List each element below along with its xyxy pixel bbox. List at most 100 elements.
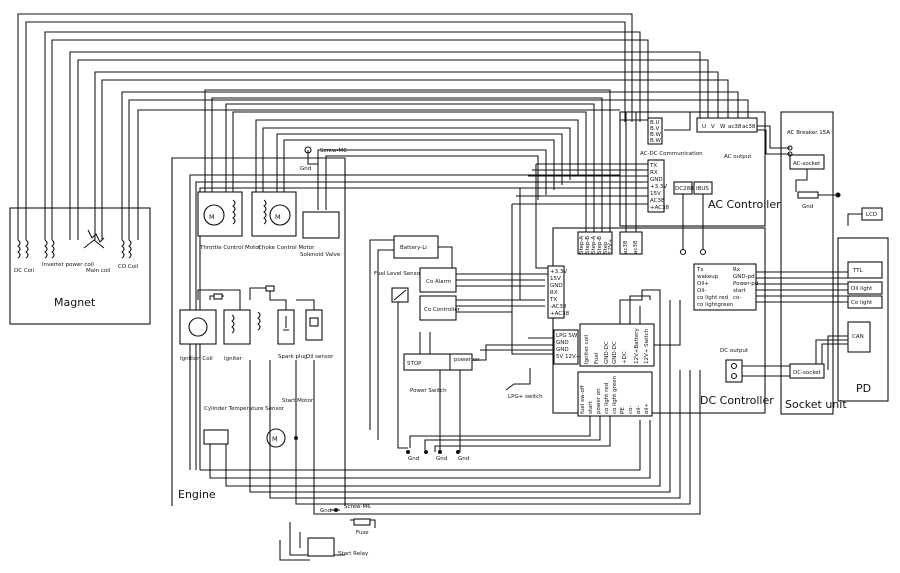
svg-text:Step-B: Step-B — [597, 236, 603, 254]
svg-text:M: M — [272, 435, 278, 443]
main-coil-label: Main coil — [86, 268, 111, 274]
svg-text:GND-DC: GND-DC — [604, 341, 610, 364]
solenoid-label: Solenoid Valve — [300, 252, 341, 258]
svg-text:LPG SW: LPG SW — [556, 333, 578, 339]
svg-text:Step-B: Step-B — [585, 236, 591, 254]
svg-text:+3.3V: +3.3V — [650, 184, 667, 190]
svg-text:Oil+: Oil+ — [697, 281, 709, 287]
svg-text:co light red: co light red — [604, 383, 610, 414]
svg-text:Spark plug: Spark plug — [278, 354, 308, 360]
svg-text:start: start — [588, 400, 594, 414]
svg-text:Step-A: Step-A — [579, 236, 585, 254]
svg-text:TX: TX — [649, 163, 657, 169]
svg-text:Step: Step — [603, 241, 609, 254]
magnet-harness — [17, 13, 749, 240]
svg-text:+AC38: +AC38 — [650, 205, 670, 211]
svg-text:Igniter coil: Igniter coil — [584, 334, 590, 364]
choke-motor — [251, 191, 297, 237]
co-light-box — [847, 295, 883, 309]
svg-text:Fuse: Fuse — [356, 530, 369, 536]
svg-text:Fuel: Fuel — [594, 352, 600, 364]
svg-text:ac38: ac38 — [742, 124, 756, 130]
svg-text:+3.3V: +3.3V — [550, 269, 567, 275]
svg-text:Gnd: Gnd — [436, 456, 447, 462]
svg-text:Igniter: Igniter — [224, 356, 243, 362]
svg-text:Ignition Coil: Ignition Coil — [180, 356, 213, 362]
svg-text:Rx: Rx — [733, 267, 741, 273]
svg-text:RX: RX — [650, 170, 658, 176]
dc-socket — [789, 363, 825, 379]
svg-text:GND: GND — [556, 347, 569, 353]
oil-light-box — [847, 281, 883, 295]
svg-text:AC-socket: AC-socket — [793, 161, 821, 167]
power-switch — [403, 353, 473, 371]
svg-text:AC Controller: AC Controller — [708, 198, 781, 211]
svg-text:15V: 15V — [550, 276, 561, 282]
svg-text:TTL: TTL — [852, 268, 864, 274]
svg-text:12V+ Switch: 12V+ Switch — [644, 328, 650, 364]
mid-wiring — [369, 239, 611, 452]
screw-top-icon — [304, 146, 312, 154]
ac-wiring — [511, 112, 790, 312]
svg-text:Co light: Co light — [851, 300, 873, 306]
dc-coil-label: DC Coil — [14, 268, 35, 274]
svg-text:AC Breaker 15A: AC Breaker 15A — [787, 130, 830, 136]
svg-text:V: V — [711, 124, 715, 130]
svg-text:Socket unit: Socket unit — [785, 398, 847, 411]
svg-text:LPG+ switch: LPG+ switch — [508, 394, 543, 400]
svg-text:Screw-M6: Screw-M6 — [344, 504, 371, 510]
svg-text:12V+Battery: 12V+Battery — [634, 328, 640, 364]
ac-top-terminals: U V W ac38 ac38 — [696, 117, 758, 133]
svg-text:ac38: ac38 — [623, 240, 629, 254]
magnet-title: Magnet — [54, 296, 96, 309]
svg-text:LCD: LCD — [866, 212, 877, 218]
svg-text:+AC38: +AC38 — [550, 311, 570, 317]
svg-text:GND-DC: GND-DC — [612, 341, 618, 364]
svg-text:co lightgreen: co lightgreen — [697, 302, 734, 308]
choke-label: Choke Control Motor — [258, 245, 315, 251]
svg-text:start: start — [733, 288, 747, 294]
svg-text:M: M — [275, 213, 281, 221]
co-alarm — [419, 267, 457, 293]
igniter — [223, 309, 251, 345]
svg-text:STOP: STOP — [407, 361, 422, 367]
svg-text:DC Controller: DC Controller — [700, 394, 774, 407]
svg-text:CAN: CAN — [852, 334, 864, 340]
engine-wires — [189, 89, 701, 515]
pd-interface-block: Tx wakeup Oil+ Oil- co light red co ligh… — [693, 263, 758, 311]
svg-text:DC-socket: DC-socket — [793, 370, 822, 376]
dc-comm-pins: +3.3V 15V GND RX TX -AC38 +AC38 — [547, 265, 570, 319]
svg-text:AC-DC Communication: AC-DC Communication — [640, 151, 703, 157]
svg-text:TX: TX — [549, 297, 557, 303]
engine-title: Engine — [178, 488, 216, 501]
dc-top-terminals: Step-A Step-B Step-A Step-B Step 12V+ ac… — [577, 231, 643, 255]
dc-controller-box — [552, 227, 766, 414]
svg-text:B.W: B.W — [650, 138, 662, 144]
svg-text:Co Alarm: Co Alarm — [426, 279, 451, 285]
svg-text:AC output: AC output — [724, 154, 752, 160]
svg-text:GND: GND — [650, 177, 663, 183]
svg-text:W: W — [720, 124, 726, 130]
svg-text:IBUS: IBUS — [696, 186, 709, 192]
svg-text:Oil-: Oil- — [697, 288, 706, 294]
lcd-box — [861, 207, 883, 221]
svg-text:AC38: AC38 — [650, 198, 665, 204]
svg-text:Tx: Tx — [696, 267, 704, 273]
ignition-block: Igniter coil Fuel GND-DC GND-DC +DC 12V+… — [579, 323, 655, 367]
co-coil-label: CO Coil — [118, 264, 139, 270]
svg-text:GND-pd: GND-pd — [733, 274, 755, 280]
svg-text:GND: GND — [550, 283, 563, 289]
svg-text:Step-A: Step-A — [591, 236, 597, 254]
svg-text:B.W: B.W — [650, 132, 662, 138]
svg-text:co-: co- — [628, 406, 634, 414]
svg-text:wakeup: wakeup — [697, 274, 719, 280]
socket-wiring — [742, 169, 862, 377]
svg-text:+DC: +DC — [622, 351, 628, 364]
svg-text:co-: co- — [733, 295, 741, 301]
lpg-block: LPG SW GND GND 5V 12V+ — [553, 329, 581, 365]
throttle-label: Throttle Control Motor — [199, 245, 262, 251]
cyl-temp-sensor — [203, 429, 229, 445]
ignition-coil — [179, 309, 217, 345]
ac-controller-box — [619, 111, 766, 227]
